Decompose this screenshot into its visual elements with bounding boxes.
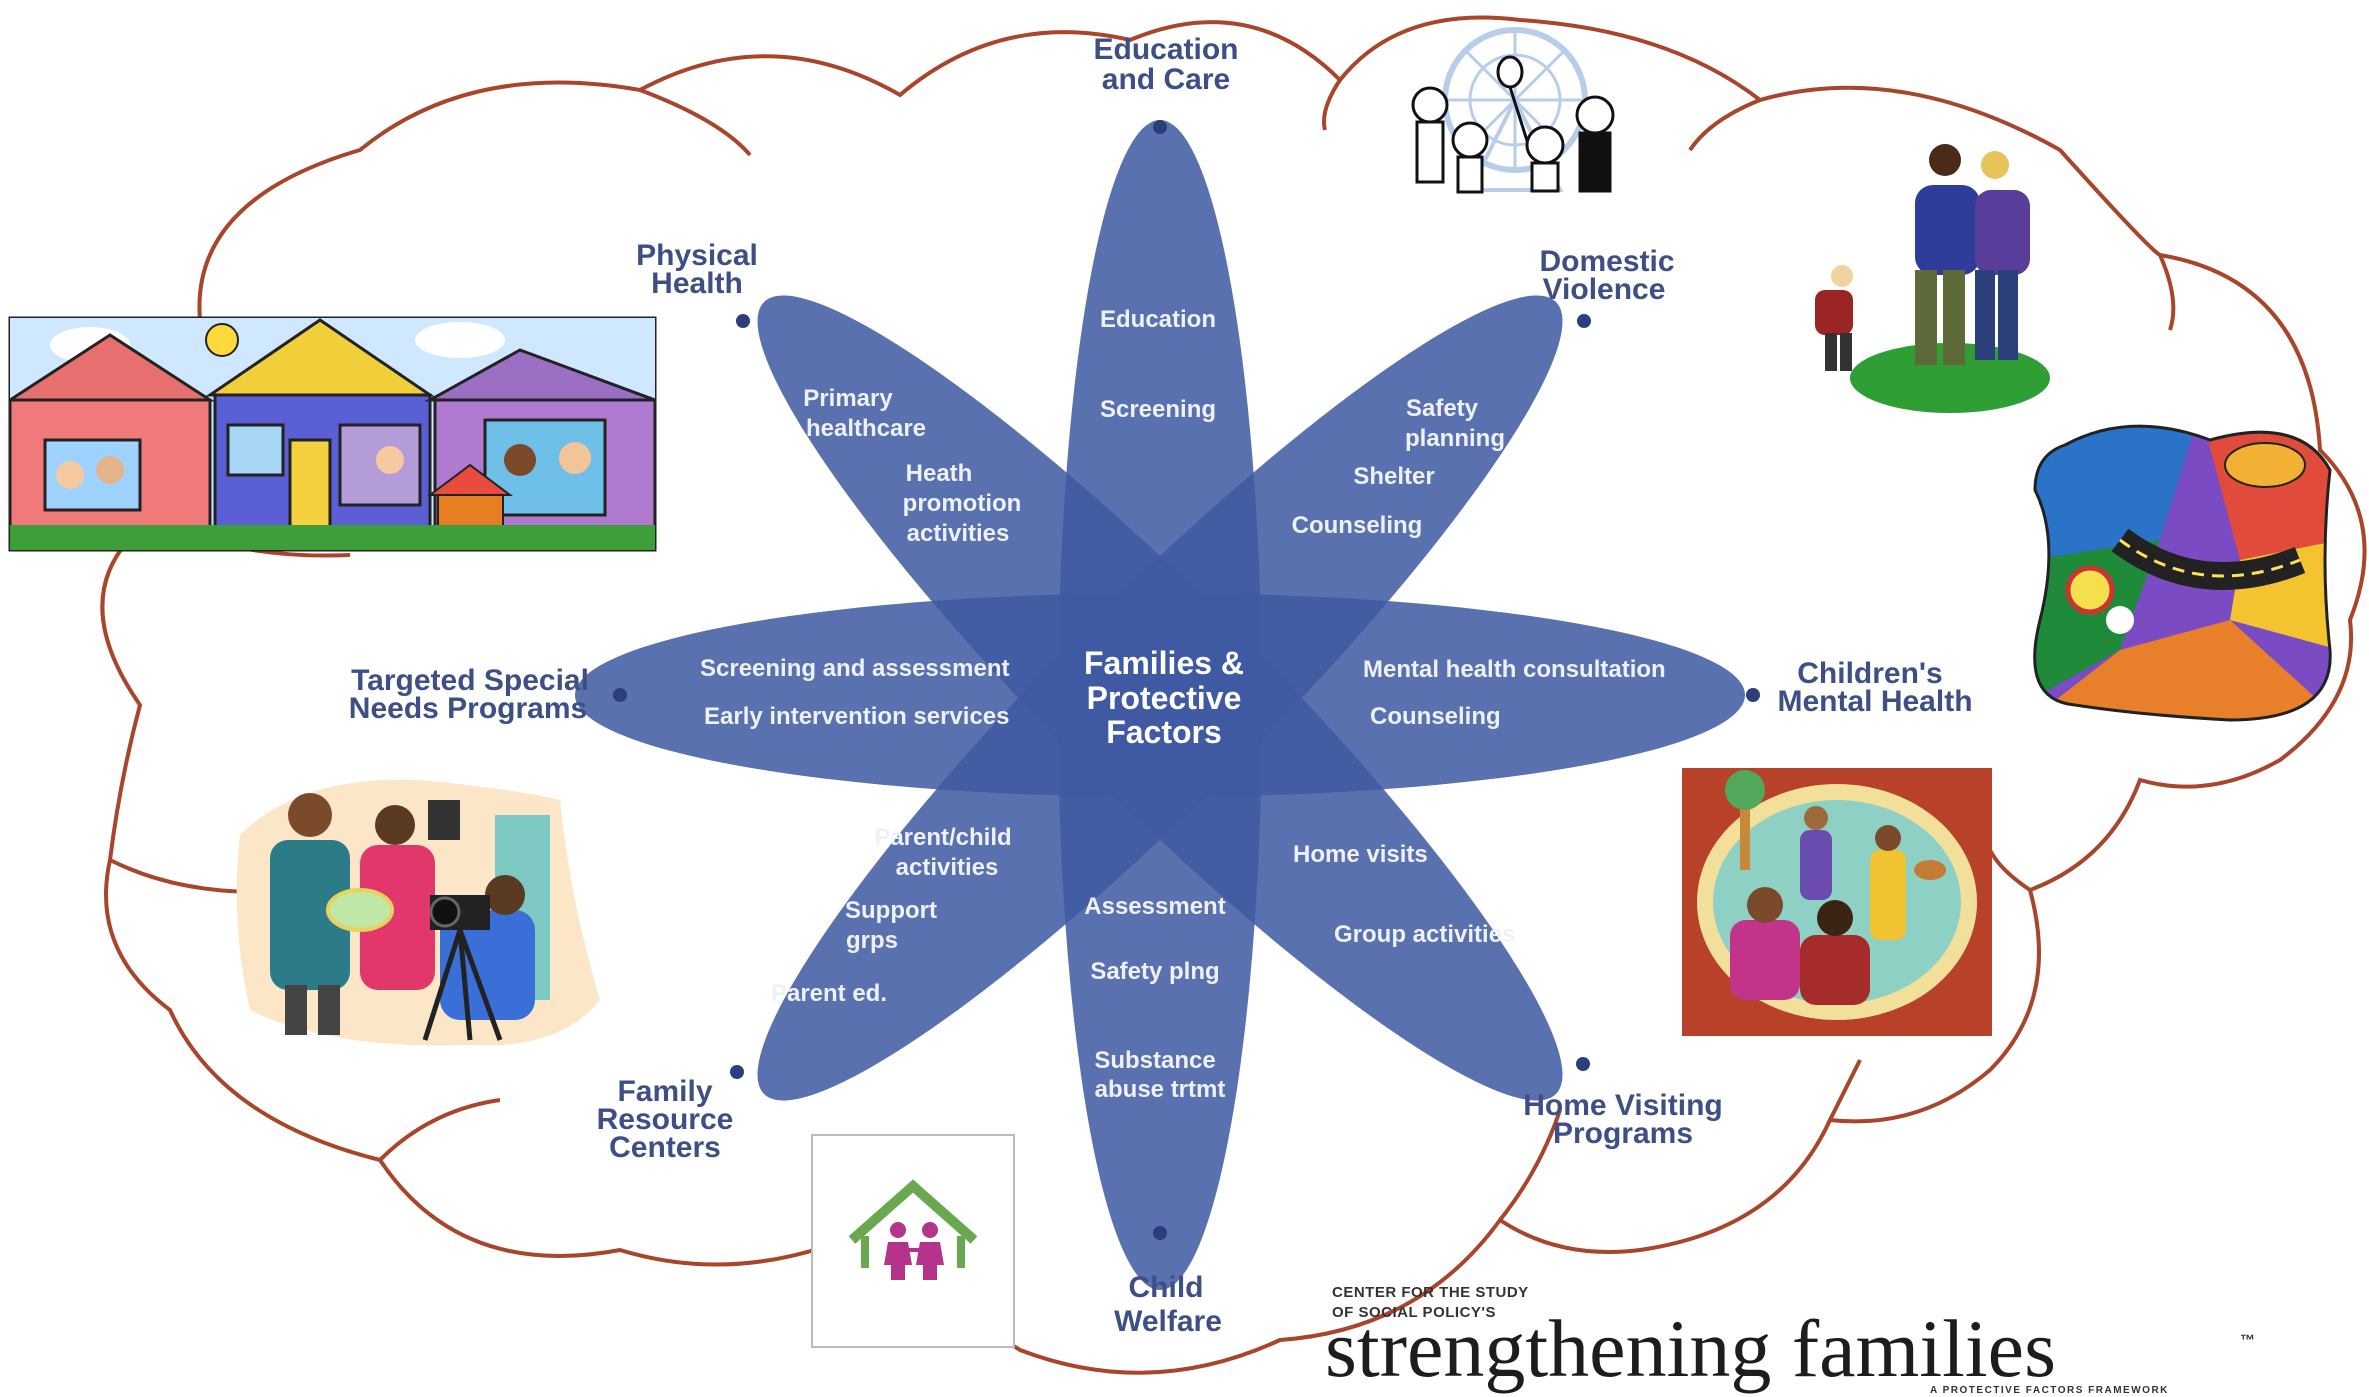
service-activities-fr: activities bbox=[896, 854, 999, 881]
family-ferris-wheel-clipart bbox=[1411, 27, 1615, 194]
service-screening: Screening bbox=[1100, 396, 1216, 423]
label-mental-1: Children's bbox=[1797, 657, 1943, 690]
service-group-activities: Group activities bbox=[1334, 921, 1515, 948]
petal-tip-dots bbox=[613, 120, 1760, 1240]
summer-activities-clipart bbox=[2033, 424, 2332, 722]
label-family-1: Family bbox=[617, 1075, 712, 1108]
service-abuse-trtmt: abuse trtmt bbox=[1095, 1076, 1226, 1103]
label-domestic-2: Violence bbox=[1543, 273, 1666, 306]
logo-trademark: ™ bbox=[2240, 1332, 2256, 1349]
logo-tagline: A PROTECTIVE FACTORS FRAMEWORK bbox=[1930, 1385, 2169, 1396]
service-activities-ph: activities bbox=[907, 520, 1010, 547]
service-promotion: promotion bbox=[903, 490, 1022, 517]
logo-line-1: CENTER FOR THE STUDY bbox=[1332, 1284, 1529, 1301]
label-targeted-2: Needs Programs bbox=[349, 692, 587, 725]
service-mental-health-consultation: Mental health consultation bbox=[1363, 656, 1666, 683]
service-safety-plng: Safety plng bbox=[1090, 958, 1219, 985]
service-heath: Heath bbox=[906, 460, 973, 487]
service-primary: Primary bbox=[803, 385, 893, 412]
center-line-1: Families & bbox=[1084, 645, 1244, 681]
office-camera-crew-clipart bbox=[236, 779, 600, 1046]
family-walking-clipart bbox=[1815, 144, 2050, 413]
program-labels: Education and Care Domestic Violence Chi… bbox=[349, 33, 1973, 1338]
center-line-3: Factors bbox=[1106, 714, 1222, 750]
home-family-icon bbox=[811, 1134, 1015, 1348]
petal-group bbox=[575, 120, 1745, 1290]
label-physical-2: Health bbox=[651, 267, 743, 300]
service-home-visits: Home visits bbox=[1293, 841, 1428, 868]
service-parent-child: Parent/child bbox=[874, 824, 1011, 851]
service-shelter: Shelter bbox=[1353, 463, 1434, 490]
petal-services: Education Screening Safety planning Shel… bbox=[700, 306, 1666, 1103]
center-label: Families & Protective Factors bbox=[1084, 645, 1244, 750]
service-screening-assessment: Screening and assessment bbox=[700, 655, 1009, 682]
logo-wordmark: strengthening families bbox=[1325, 1303, 2056, 1394]
label-education-2: and Care bbox=[1102, 63, 1230, 96]
service-safety: Safety bbox=[1406, 395, 1479, 422]
label-welfare-2: Welfare bbox=[1114, 1305, 1222, 1338]
logo-line-2: OF SOCIAL POLICY'S bbox=[1332, 1304, 1496, 1321]
service-education: Education bbox=[1100, 306, 1216, 333]
service-early-intervention: Early intervention services bbox=[704, 703, 1009, 730]
service-substance: Substance bbox=[1094, 1047, 1215, 1074]
service-healthcare: healthcare bbox=[806, 415, 926, 442]
service-planning: planning bbox=[1405, 425, 1505, 452]
label-home-2: Programs bbox=[1553, 1117, 1693, 1150]
service-grps: grps bbox=[846, 927, 898, 954]
service-support: Support bbox=[845, 897, 937, 924]
label-welfare-1: Child bbox=[1129, 1271, 1204, 1304]
service-assessment: Assessment bbox=[1084, 893, 1225, 920]
service-counseling-mh: Counseling bbox=[1370, 703, 1501, 730]
label-domestic-1: Domestic bbox=[1539, 245, 1674, 278]
neighborhood-houses-clipart bbox=[8, 316, 657, 552]
center-line-2: Protective bbox=[1087, 680, 1242, 716]
label-home-1: Home Visiting bbox=[1523, 1089, 1722, 1122]
strengthening-families-logo: CENTER FOR THE STUDY OF SOCIAL POLICY'S … bbox=[1325, 1284, 2256, 1396]
label-education-1: Education bbox=[1093, 33, 1238, 66]
petal-diagonal-nw bbox=[757, 295, 1563, 1101]
label-targeted-1: Targeted Special bbox=[351, 664, 589, 697]
community-picnic-clipart bbox=[1682, 768, 1992, 1036]
label-physical-1: Physical bbox=[636, 239, 758, 272]
label-family-3: Centers bbox=[609, 1131, 721, 1164]
label-mental-2: Mental Health bbox=[1777, 685, 1972, 718]
service-counseling-dv: Counseling bbox=[1292, 512, 1423, 539]
service-parent-ed: Parent ed. bbox=[771, 980, 887, 1007]
label-family-2: Resource bbox=[597, 1103, 734, 1136]
